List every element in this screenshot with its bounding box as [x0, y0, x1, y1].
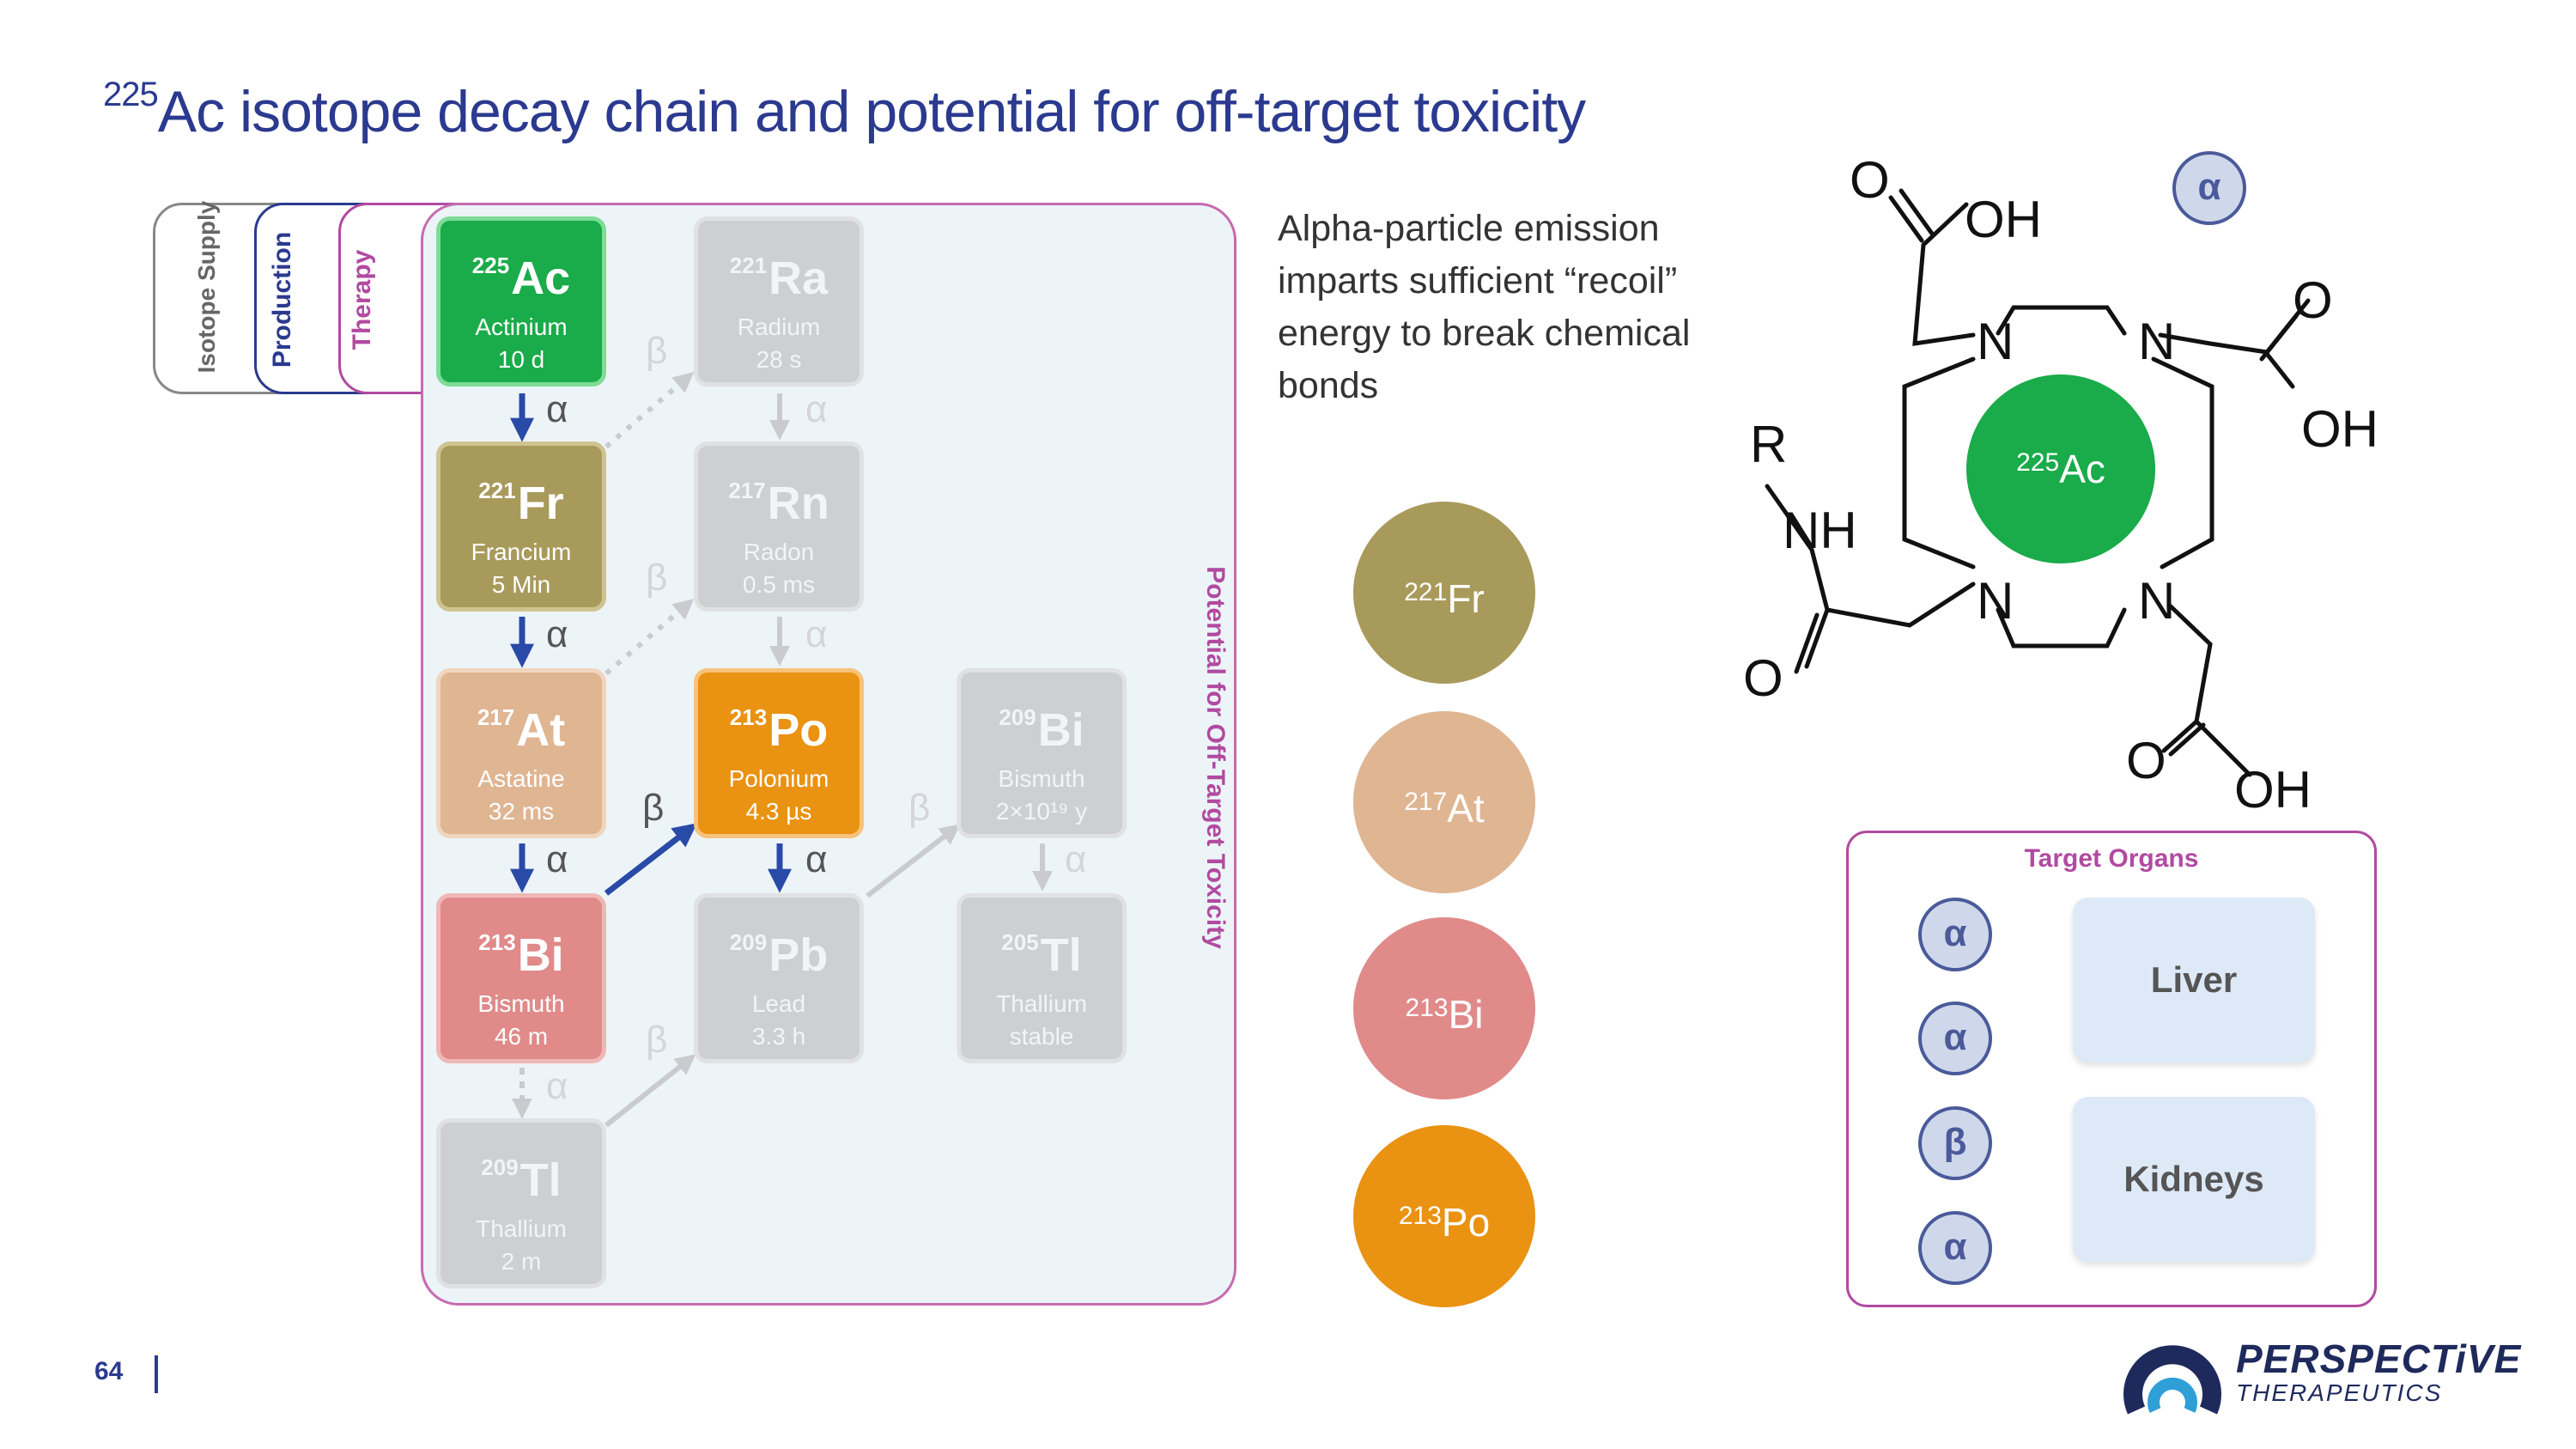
particle-badge-3: β — [1918, 1106, 1992, 1180]
element-at217: 217At Astatine 32 ms — [436, 668, 606, 838]
legend-ball-fr221: 221Fr — [1353, 502, 1535, 684]
label-alpha-ra-rn: α — [805, 388, 828, 430]
label-alpha-bi209-tl205: α — [1065, 838, 1087, 880]
element-fr221: 221Fr Francium 5 Min — [436, 441, 606, 612]
organ-liver: Liver — [2073, 898, 2315, 1062]
arrow-ac-ra — [605, 372, 695, 449]
label-beta-fr-rn: β — [646, 557, 668, 599]
molecule-center-symbol: Ac — [2059, 447, 2105, 491]
alpha-badge-molecule: α — [2172, 151, 2246, 225]
label-alpha-bi-tl209: α — [546, 1065, 568, 1107]
label-beta-bi-po: β — [642, 787, 665, 829]
element-bi209: 209Bi Bismuth 2×10¹⁹ y — [957, 668, 1127, 838]
atom-o2: O — [2293, 271, 2333, 329]
arrow-bi-po — [604, 823, 697, 896]
legend-ball-at217: 217At — [1353, 711, 1535, 893]
arrow-fr-rn — [605, 599, 695, 676]
atom-n2: N — [2138, 313, 2175, 370]
molecule-center-mass: 225 — [2016, 448, 2059, 477]
atom-oh1: OH — [1965, 191, 2042, 248]
label-alpha-ac-fr: α — [546, 388, 568, 430]
atom-n4: N — [2138, 572, 2175, 630]
atom-oh3: OH — [2234, 761, 2312, 819]
logo-subtitle: THERAPEUTICS — [2236, 1379, 2443, 1406]
atom-o4: O — [2126, 732, 2166, 789]
arrow-pb-bi209 — [866, 824, 961, 898]
arrow-tl209-pb — [605, 1054, 696, 1128]
label-beta-ac-ra: β — [646, 330, 668, 372]
atom-nh: NH — [1783, 502, 1857, 559]
atom-n1: N — [1977, 313, 2014, 370]
page-title: 225Ac isotope decay chain and potential … — [103, 76, 1586, 144]
label-alpha-po-pb: α — [805, 838, 828, 880]
label-alpha-fr-at: α — [546, 613, 568, 655]
particle-badge-4: α — [1918, 1211, 1992, 1285]
atom-o1: O — [1850, 151, 1890, 209]
atom-n3: N — [1977, 572, 2014, 630]
ac225-center — [1966, 374, 2155, 563]
particle-badge-2: α — [1918, 1002, 1992, 1075]
element-bi213: 213Bi Bismuth 46 m — [436, 893, 606, 1063]
label-alpha-rn-po: α — [805, 613, 828, 655]
element-ac225: 225Ac Actinium 10 d — [436, 216, 606, 387]
logo-icon — [2123, 1345, 2221, 1415]
target-organs-title: Target Organs — [2024, 844, 2199, 873]
atom-r: R — [1750, 416, 1787, 473]
svg-text:225Ac: 225Ac — [2016, 447, 2105, 491]
legend-ball-po213: 213Po — [1353, 1125, 1535, 1307]
element-tl205: 205Tl Thallium stable — [957, 893, 1127, 1063]
element-rn217: 217Rn Radon 0.5 ms — [694, 441, 864, 612]
page-number: 64 — [94, 1357, 124, 1385]
element-pb209: 209Pb Lead 3.3 h — [694, 893, 864, 1063]
recoil-description: Alpha-particle emission imparts sufficie… — [1278, 208, 1691, 406]
logo-wordmark: PERSPECTiVE — [2236, 1336, 2522, 1381]
element-tl209: 209Tl Thallium 2 m — [436, 1118, 606, 1288]
label-beta-tl209-pb: β — [646, 1019, 668, 1061]
label-alpha-at-bi: α — [546, 838, 568, 880]
legend-ball-bi213: 213Bi — [1353, 917, 1535, 1099]
element-po213: 213Po Polonium 4.3 µs — [694, 668, 864, 838]
dota-molecule: 225Ac N N N N O OH O OH R NH O O OH — [1743, 151, 2379, 819]
element-ra221: 221Ra Radium 28 s — [694, 216, 864, 387]
page-divider — [155, 1355, 158, 1393]
atom-oh2: OH — [2301, 400, 2379, 458]
particle-badge-1: α — [1918, 898, 1992, 971]
organ-kidneys: Kidneys — [2073, 1097, 2315, 1262]
label-beta-pb-bi209: β — [908, 787, 931, 829]
atom-o3: O — [1743, 649, 1783, 707]
